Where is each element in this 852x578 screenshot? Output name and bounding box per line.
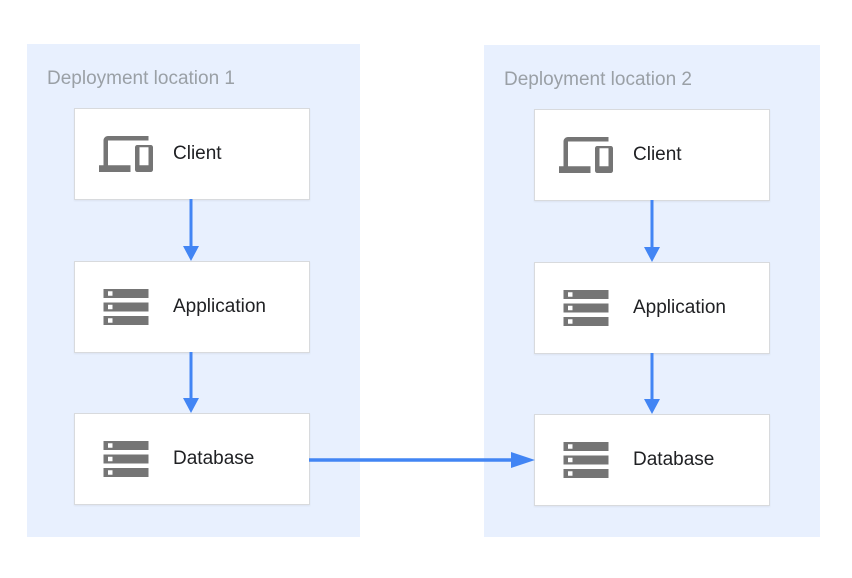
devices-icon (99, 127, 153, 181)
database-node-location-1: Database (74, 413, 310, 505)
servers-icon (99, 432, 153, 486)
servers-icon (99, 280, 153, 334)
database-node-location-2: Database (534, 414, 770, 506)
application-node-location-2: Application (534, 262, 770, 354)
client-node-location-1: Client (74, 108, 310, 200)
deployment-location-1-container: Deployment location 1 Client Application… (27, 44, 360, 537)
deployment-location-2-title: Deployment location 2 (504, 69, 692, 90)
deployment-location-2-container: Deployment location 2 Client Application… (484, 45, 820, 537)
devices-icon (559, 128, 613, 182)
client-node-label: Client (173, 143, 222, 164)
deployment-location-1-title: Deployment location 1 (47, 68, 235, 89)
application-node-label: Application (173, 296, 266, 317)
application-node-location-1: Application (74, 261, 310, 353)
application-node-label: Application (633, 297, 726, 318)
database-node-label: Database (173, 448, 255, 469)
client-node-location-2: Client (534, 109, 770, 201)
client-node-label: Client (633, 144, 682, 165)
servers-icon (559, 281, 613, 335)
servers-icon (559, 433, 613, 487)
database-node-label: Database (633, 449, 715, 470)
